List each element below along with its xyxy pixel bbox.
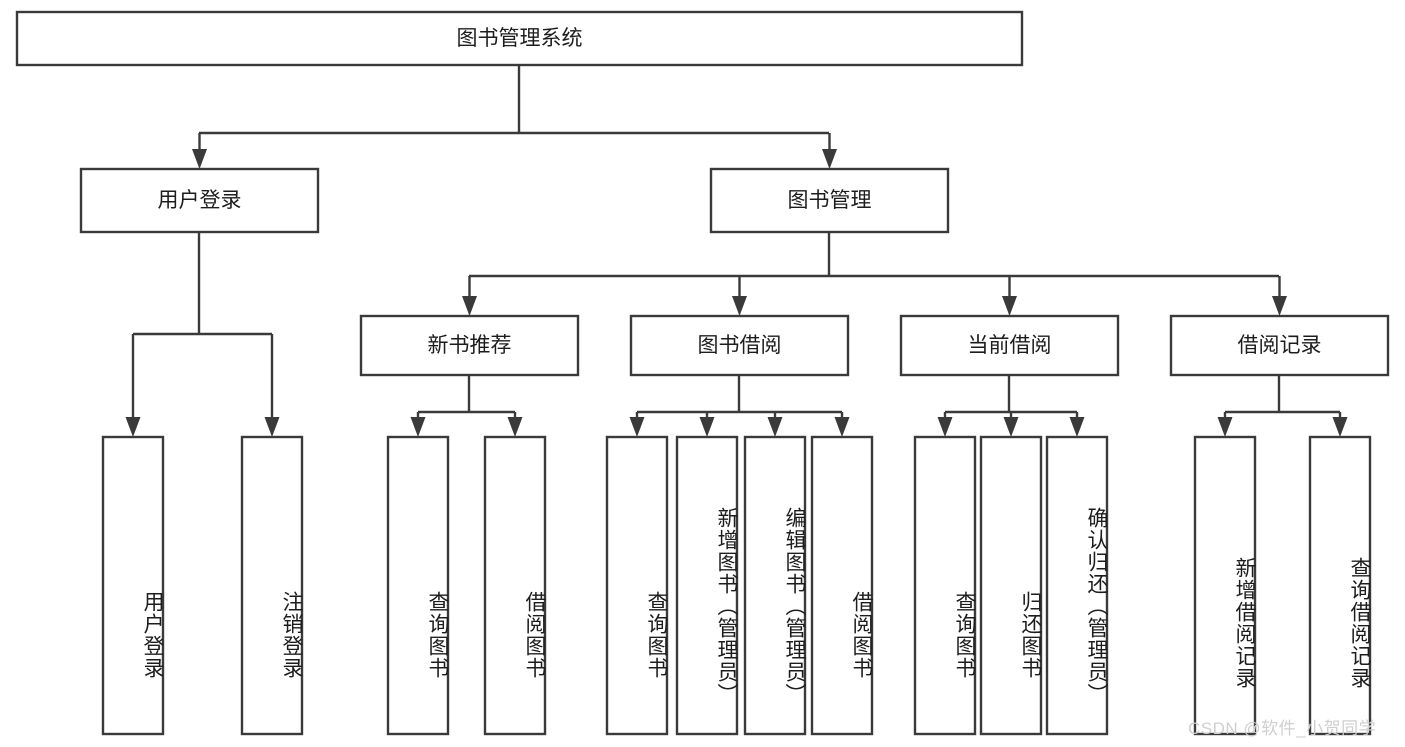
node-box-n-new-rec[interactable] — [359, 314, 580, 377]
node-box-n-user-login[interactable] — [79, 167, 320, 234]
node-box-layer — [15, 10, 1390, 736]
node-label-n-borrow: 图书借阅 — [698, 334, 782, 357]
node-box-l-bor-take[interactable] — [810, 435, 874, 736]
node-label-n-user-login: 用户登录 — [158, 189, 242, 212]
node-box-n-history[interactable] — [1169, 314, 1390, 377]
node-box-l-cur-confirm[interactable] — [1045, 435, 1109, 736]
arrow-head-l_cur_query — [937, 417, 953, 437]
node-box-l-user-login[interactable] — [101, 435, 165, 736]
node-box-root[interactable] — [15, 10, 1024, 67]
connector-layer — [125, 65, 1348, 437]
node-label-n-book-mgmt: 图书管理 — [788, 189, 872, 212]
arrow-head-l_user_login — [125, 417, 141, 437]
arrow-head-n_borrow — [732, 296, 747, 316]
arrow-head-l_his_query — [1332, 417, 1348, 437]
arrow-head-l_rec_query — [410, 417, 426, 437]
node-box-l-user-logout[interactable] — [240, 435, 304, 736]
arrow-head-l_bor_query — [629, 417, 645, 437]
node-box-l-cur-query[interactable] — [913, 435, 977, 736]
node-label-n-current: 当前借阅 — [968, 334, 1052, 357]
arrow-head-l_rec_borrow — [507, 417, 523, 437]
node-box-l-rec-borrow[interactable] — [483, 435, 547, 736]
node-label-root: 图书管理系统 — [457, 27, 583, 50]
node-box-l-bor-edit[interactable] — [743, 435, 807, 736]
arrow-head-l_cur_return — [1003, 417, 1019, 437]
arrow-head-l_his_add — [1217, 417, 1233, 437]
node-box-l-bor-query[interactable] — [605, 435, 669, 736]
arrow-head-l_bor_take — [834, 417, 850, 437]
arrow-head-n_current — [1002, 296, 1017, 316]
arrow-head-n_book_mgmt — [822, 149, 837, 169]
node-box-l-cur-return[interactable] — [979, 435, 1043, 736]
arrow-head-l_bor_add — [699, 417, 715, 437]
node-label-n-history: 借阅记录 — [1238, 334, 1322, 357]
arrow-head-n_user_login — [192, 149, 207, 169]
node-box-n-borrow[interactable] — [629, 314, 850, 377]
node-label-n-new-rec: 新书推荐 — [428, 334, 512, 357]
node-box-n-current[interactable] — [899, 314, 1120, 377]
node-box-l-rec-query[interactable] — [386, 435, 450, 736]
node-box-l-his-query[interactable] — [1308, 435, 1372, 736]
node-box-n-book-mgmt[interactable] — [709, 167, 950, 234]
arrow-head-l_cur_confirm — [1069, 417, 1085, 437]
arrow-head-n_history — [1272, 296, 1287, 316]
node-box-l-his-add[interactable] — [1193, 435, 1257, 736]
arrow-head-l_bor_edit — [767, 417, 783, 437]
arrow-head-l_user_logout — [264, 417, 280, 437]
node-box-l-bor-add[interactable] — [675, 435, 739, 736]
watermark-text: CSDN @软件_小贺同学 — [1188, 719, 1377, 738]
arrow-head-n_new_rec — [462, 296, 477, 316]
